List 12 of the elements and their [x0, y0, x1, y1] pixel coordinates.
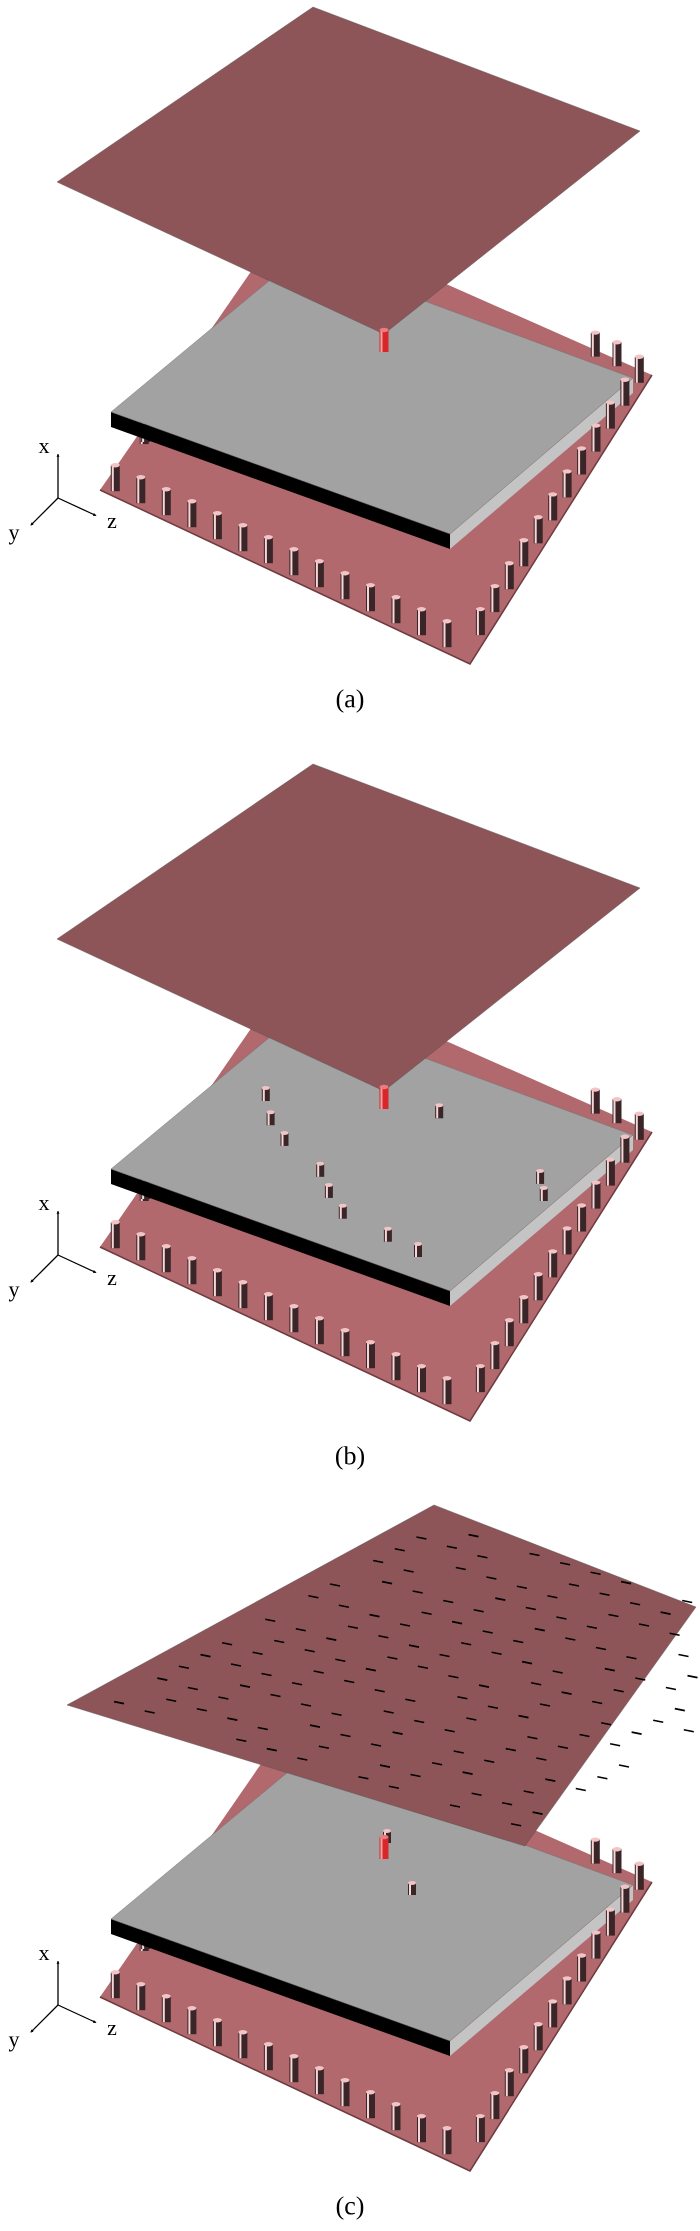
panel-caption: (c) — [336, 2196, 364, 2220]
panel-caption: (a) — [336, 689, 364, 713]
axis-label: z — [107, 2024, 117, 2036]
axis-label: y — [8, 2036, 20, 2052]
axis-label: x — [38, 442, 50, 454]
axis-label: y — [8, 529, 20, 545]
axis-label: x — [38, 1199, 50, 1211]
panel-caption: (b) — [336, 1446, 364, 1470]
axis-label: z — [107, 1274, 117, 1286]
axis-label: z — [107, 517, 117, 529]
axis-label: x — [38, 1949, 50, 1961]
axis-label: y — [8, 1286, 20, 1302]
